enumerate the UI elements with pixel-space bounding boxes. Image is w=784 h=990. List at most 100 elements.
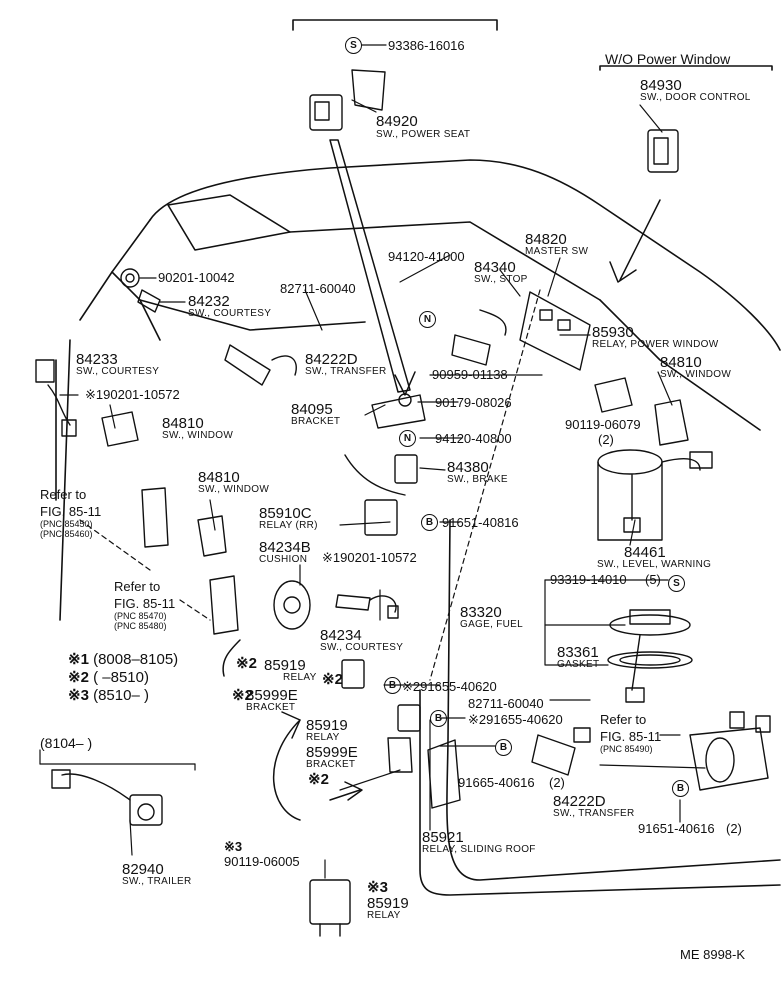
part-number: 82711-60040 [280,281,356,296]
part-name: BRACKET [246,702,296,713]
part-name: RELAY [367,910,401,921]
part-number: 91655-40620 [420,679,497,694]
b-mark: B [384,677,401,694]
part-number: 84234 [320,627,362,644]
figure-reference: FIG. 85-11 [600,729,662,744]
part-name: RELAY (RR) [259,520,318,531]
pnc-reference: (PNC 85470) [114,611,167,621]
part-name: MASTER SW [525,246,589,257]
part-number: 91651-40616 [638,821,715,836]
part-number: 90201-10572 [103,387,180,402]
pnc-reference: (PNC 85450) [40,519,93,529]
figure-reference: FIG. 85-11 [114,596,176,611]
part-number: 84930 [640,77,682,94]
part-number: 90179-08026 [435,395,512,410]
part-number: 93386-16016 [388,38,465,53]
part-name: SW., WINDOW [162,430,234,441]
quantity: (2) [549,775,565,790]
part-name: RELAY, POWER WINDOW [592,339,719,350]
part-name: RELAY [306,732,340,743]
part-number: 90959-01138 [432,367,508,382]
part-number: 84222D [553,793,606,810]
part-number: 84380 [447,459,489,476]
part-number: 93319-14010 [550,572,627,587]
refer-to: Refer to [40,487,87,502]
part-name: SW., BRAKE [447,474,508,485]
part-name: SW., COURTESY [76,366,160,377]
pnc-reference: (PNC 85490) [600,744,653,754]
part-number: 85919 [306,717,348,734]
part-name: SW., WINDOW [198,484,270,495]
component-sketches [35,69,771,937]
bolt-group: ※291655-40620 [468,713,563,726]
asterisk-mark: ※3 [224,839,243,854]
part-number: 91665-40616 [458,775,535,790]
part-name: GAGE, FUEL [460,619,524,630]
part-number: 84810 [198,469,240,486]
asterisk-mark: ※2 [232,687,253,704]
b-mark: B [421,514,438,531]
bolt-group: ※291655-40620 [402,680,497,693]
quantity: (5) [645,572,661,587]
legend-range: ( –8510) [93,669,149,686]
header-bracket-wo-power-window [599,65,773,71]
part-number: 85921 [422,829,464,846]
asterisk-mark: ※2 [308,771,329,788]
part-number: 85919 [367,895,409,912]
n-mark: N [419,311,436,328]
part-name: GASKET [557,659,600,670]
asterisk-mark: ※2 [468,712,487,727]
refer-to: Refer to [114,579,161,594]
part-number: 90119-06005 [224,854,300,869]
part-number: 90119-06079 [565,417,641,432]
asterisk-mark: ※1 [85,387,104,402]
wo-power-window-header: W/O Power Window [605,51,731,67]
s-mark: S [345,37,362,54]
part-number: 84461 [624,544,666,561]
legend-mark: ※2 [68,669,89,686]
part-number: 82940 [122,861,164,878]
refer-to: Refer to [600,712,647,727]
part-number: 83361 [557,644,599,661]
legend-mark: ※3 [68,687,89,704]
part-number: 84233 [76,351,118,368]
part-name: SW., WINDOW [660,369,732,380]
legend-range: (8008–8105) [93,651,179,668]
n-mark: N [399,430,416,447]
part-number: 84920 [376,113,418,130]
part-name: SW., COURTESY [320,642,404,653]
part-number: 84820 [525,231,567,248]
quantity: (2) [726,821,742,836]
part-number: 91655-40620 [486,712,563,727]
courtesy-bolt-group: ※190201-10572 [85,388,180,401]
part-number: 84222D [305,351,358,368]
asterisk-mark: ※3 [367,879,388,896]
part-number: 84095 [291,401,333,418]
part-number: 84340 [474,259,516,276]
part-number: 84810 [162,415,204,432]
b-mark: B [495,739,512,756]
part-number: 94120-41000 [388,249,465,264]
part-number: 85999E [246,687,298,704]
b-mark: B [672,780,689,797]
part-name: SW., COURTESY [188,308,272,319]
part-number: 84232 [188,293,230,310]
part-number: 85930 [592,324,634,341]
part-name: SW., TRANSFER [553,808,635,819]
diagram-code: ME 8998-K [680,947,746,962]
part-name: SW., DOOR CONTROL [640,92,751,103]
cushion-bolt-group: ※190201-10572 [322,551,417,564]
part-name: SW., TRANSFER [305,366,387,377]
s-mark: S [668,575,685,592]
b-mark: B [430,710,447,727]
model-range-bracket: (8104– ) [40,735,93,751]
part-number: 84810 [660,354,702,371]
asterisk-mark: ※1 [322,550,341,565]
legend-row: ※2 ( –8510) [68,670,149,685]
legend-mark: ※1 [68,651,89,668]
part-name: RELAY [283,672,317,683]
pnc-reference: (PNC 85460) [40,529,93,539]
asterisk-mark: ※2 [322,671,343,688]
